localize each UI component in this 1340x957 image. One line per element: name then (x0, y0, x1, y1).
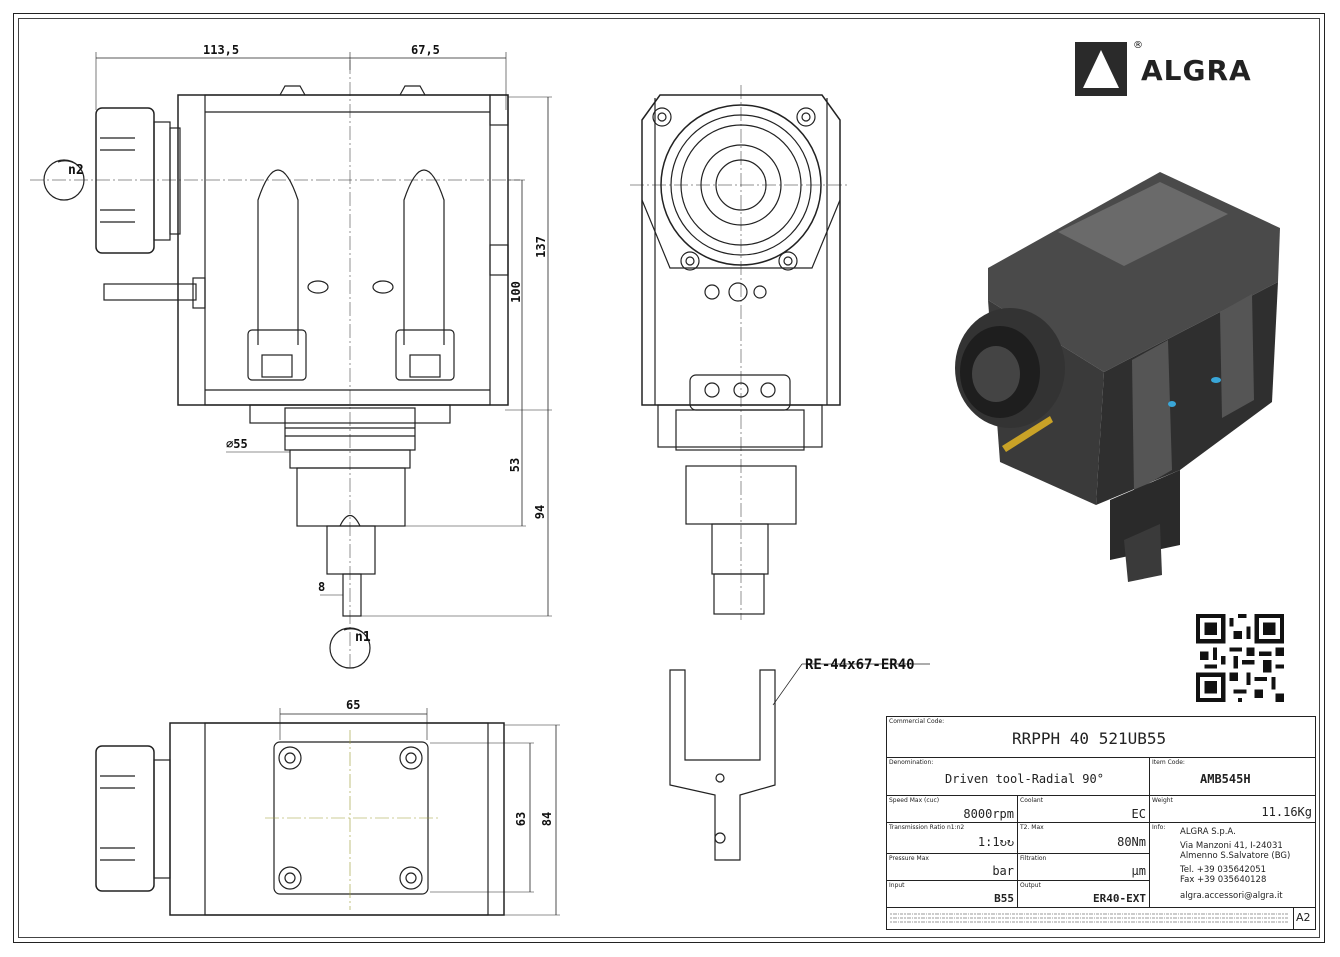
weight-label: Weight (1152, 797, 1173, 804)
info-tel: Tel. +39 035642051 (1180, 865, 1267, 875)
denomination-cell: Denomination: Driven tool-Radial 90° (887, 758, 1150, 796)
weight-cell: Weight 11.16Kg (1150, 796, 1315, 823)
dim-137: 137 (533, 236, 548, 258)
side-view (630, 85, 850, 620)
denomination-label: Denomination: (889, 759, 934, 766)
speed-cell: Speed Max (cuc) 8000rpm (887, 796, 1018, 823)
filtration-cell: Filtration μm (1018, 854, 1150, 881)
dim-8: 8 (318, 580, 326, 594)
item-code-label: Item Code: (1152, 759, 1185, 766)
front-view (30, 52, 552, 669)
weight-value: 11.16Kg (1261, 805, 1312, 819)
item-code-cell: Item Code: AMB545H (1150, 758, 1315, 796)
ratio-cell: Transmission Ratio n1:n2 1:1↻↻ (887, 823, 1018, 854)
speed-value: 8000rpm (963, 807, 1014, 821)
info-email[interactable]: algra.accessori@algra.it (1180, 891, 1283, 901)
sheet-size-value: A2 (1296, 911, 1311, 924)
wrench-tool (669, 663, 930, 861)
dim-dia-55: ∅55 (226, 437, 248, 451)
input-cell: Input B55 (887, 881, 1018, 908)
rotation-label-n2: n2 (68, 163, 84, 178)
output-value: ER40-EXT (1093, 892, 1146, 905)
top-view (95, 708, 560, 916)
output-cell: Output ER40-EXT (1018, 881, 1150, 908)
output-label: Output (1020, 882, 1041, 889)
drawing-frame-inner (18, 18, 1320, 938)
commercial-code-value: RRPPH 40 521UB55 (1012, 729, 1167, 748)
info-address-1: Via Manzoni 41, I-24031 (1180, 841, 1283, 851)
title-block: Commercial Code: RRPPH 40 521UB55 Denomi… (886, 716, 1316, 930)
input-value: B55 (994, 892, 1014, 905)
dim-94: 94 (533, 504, 548, 520)
info-block: ALGRA S.p.A. Via Manzoni 41, I-24031 Alm… (1180, 827, 1290, 901)
isometric-render (955, 172, 1280, 582)
dim-53: 53 (508, 457, 523, 473)
info-fax: Fax +39 035640128 (1180, 875, 1267, 885)
sheet-size-cell: A2 (1294, 908, 1315, 929)
info-company: ALGRA S.p.A. (1180, 827, 1236, 837)
triangle-logo-icon (1075, 42, 1127, 96)
drawing-frame-outer (13, 13, 1325, 943)
torque-value: 80Nm (1117, 835, 1146, 849)
qr-code-icon (1196, 614, 1284, 702)
registered-mark: ® (1133, 40, 1143, 51)
dim-113-5: 113,5 (203, 43, 240, 57)
coolant-cell: Coolant EC (1018, 796, 1150, 823)
input-label: Input (889, 882, 905, 889)
rotation-label-n1: n1 (355, 630, 371, 645)
item-code-value: AMB545H (1200, 772, 1251, 786)
info-cell: Info: ALGRA S.p.A. Via Manzoni 41, I-240… (1150, 823, 1315, 908)
algra-logo: ® ALGRA (1075, 40, 1297, 98)
torque-label: T2. Max (1020, 824, 1044, 831)
info-address-2: Almenno S.Salvatore (BG) (1180, 851, 1291, 861)
dim-63: 63 (514, 811, 529, 827)
filtration-label: Filtration (1020, 855, 1047, 862)
denomination-value: Driven tool-Radial 90° (945, 772, 1104, 786)
fine-print-lines (890, 913, 1288, 923)
dim-100: 100 (508, 281, 523, 303)
speed-label: Speed Max (cuc) (889, 797, 940, 804)
tool-callout: RE-44x67-ER40 (805, 657, 915, 673)
ratio-label: Transmission Ratio n1:n2 (889, 824, 965, 831)
commercial-code-label: Commercial Code: (889, 718, 945, 725)
ratio-value: 1:1↻↻ (977, 835, 1014, 849)
pressure-value: bar (992, 864, 1014, 878)
torque-cell: T2. Max 80Nm (1018, 823, 1150, 854)
pressure-label: Pressure Max (889, 855, 929, 862)
fine-print-cell (887, 908, 1294, 929)
pressure-cell: Pressure Max bar (887, 854, 1018, 881)
brand-name: ALGRA (1141, 54, 1252, 87)
dim-65: 65 (346, 698, 361, 712)
dim-67-5: 67,5 (411, 43, 440, 57)
dim-84: 84 (540, 811, 555, 827)
filtration-value: μm (1131, 864, 1146, 878)
coolant-label: Coolant (1020, 797, 1044, 804)
info-label: Info: (1152, 824, 1166, 831)
commercial-code-cell: Commercial Code: RRPPH 40 521UB55 (887, 717, 1315, 758)
coolant-value: EC (1131, 807, 1146, 821)
